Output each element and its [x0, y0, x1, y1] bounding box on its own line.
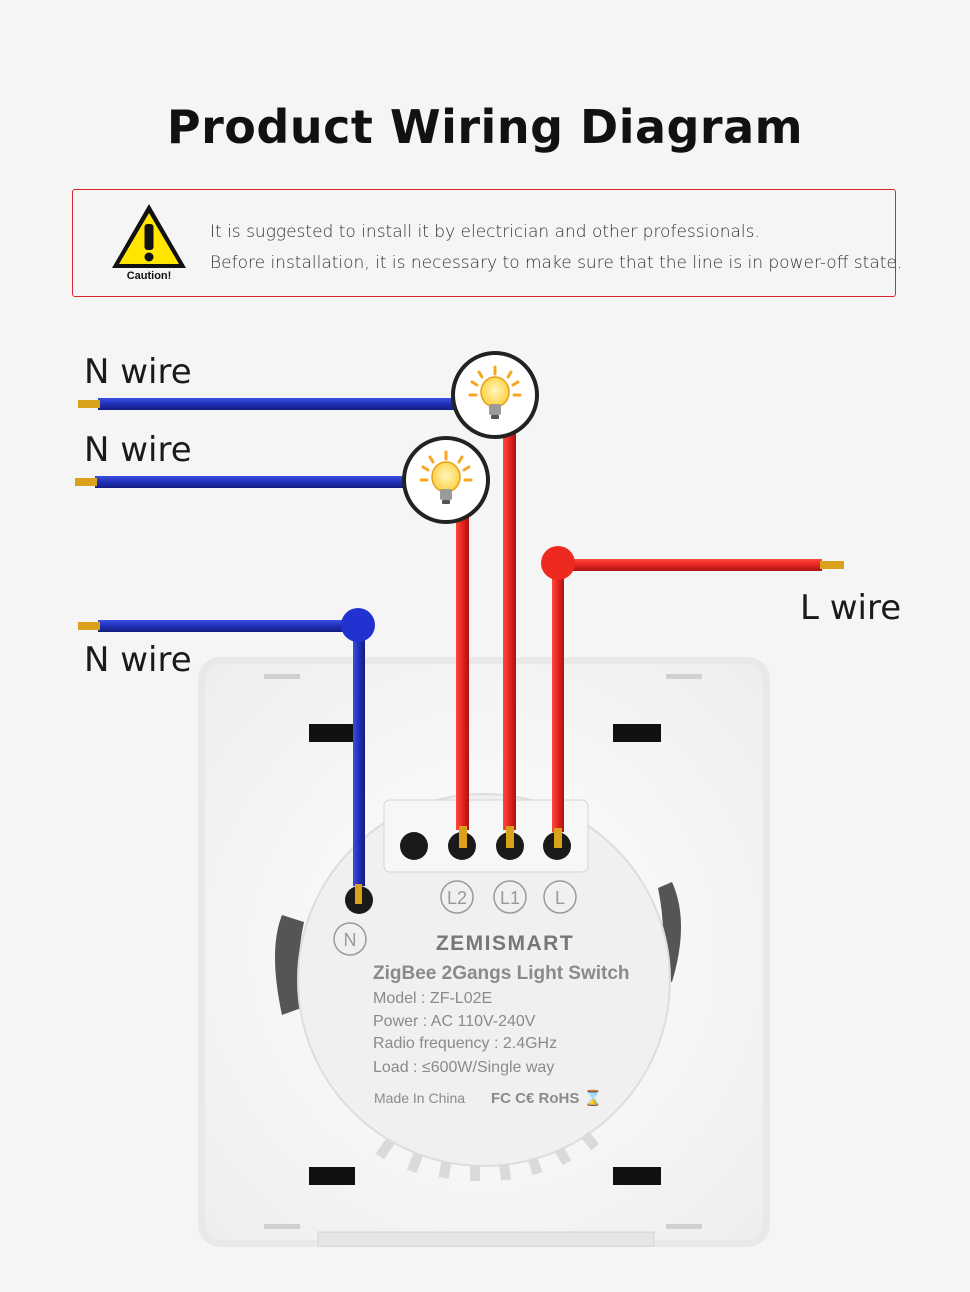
power-text: Power : AC 110V-240V: [373, 1013, 536, 1030]
n-wire-junction: [341, 608, 375, 642]
lamp-l1: [451, 351, 539, 439]
mount-slot: [613, 1167, 661, 1185]
load-text: Load : ≤600W/Single way: [373, 1059, 554, 1076]
caution-box: Caution! It is suggested to install it b…: [72, 189, 903, 297]
terminal-label-l: L: [555, 888, 565, 908]
mounting-clip-left: [275, 915, 304, 1015]
mount-slot: [309, 1167, 355, 1185]
model-text: Model : ZF-L02E: [373, 990, 492, 1007]
n-wire-3: [78, 608, 375, 904]
caution-label: Caution!: [126, 270, 172, 282]
n-wire-label-3: N wire: [84, 640, 192, 680]
l1-wire: [503, 430, 516, 848]
mount-slot: [613, 724, 661, 742]
l-wire: [541, 546, 844, 848]
lamp-l2: [402, 436, 490, 524]
terminal-label-l2: L2: [447, 888, 467, 908]
light-bulb-icon: [468, 365, 522, 419]
certification-marks: FC C€ RoHS ⌛: [491, 1089, 602, 1107]
l-wire-junction: [541, 546, 575, 580]
caution-text: It is suggested to install it by electri…: [210, 217, 903, 279]
light-bulb-icon: [419, 450, 473, 504]
n-wire-label-2: N wire: [84, 430, 192, 470]
mount-slot: [309, 724, 355, 742]
terminal-label-n: N: [344, 930, 357, 950]
caution-line-1: It is suggested to install it by electri…: [210, 222, 760, 242]
n-wire-label-1: N wire: [84, 352, 192, 392]
page-title: Product Wiring Diagram: [166, 100, 804, 154]
warning-icon: [112, 204, 186, 268]
switch-module: [297, 793, 671, 1181]
brand-logo: ZEMISMART: [436, 932, 574, 955]
l2-wire: [456, 515, 469, 848]
n-wire-1: [78, 398, 468, 410]
caution-line-2: Before installation, it is necessary to …: [210, 253, 903, 273]
product-name: ZigBee 2Gangs Light Switch: [373, 963, 630, 984]
radio-text: Radio frequency : 2.4GHz: [373, 1035, 557, 1052]
l-wire-label: L wire: [800, 588, 902, 628]
n-wire-2: [75, 476, 415, 488]
terminal-screw: [400, 832, 428, 860]
origin-text: Made In China: [374, 1090, 465, 1106]
terminal-label-l1: L1: [500, 888, 520, 908]
